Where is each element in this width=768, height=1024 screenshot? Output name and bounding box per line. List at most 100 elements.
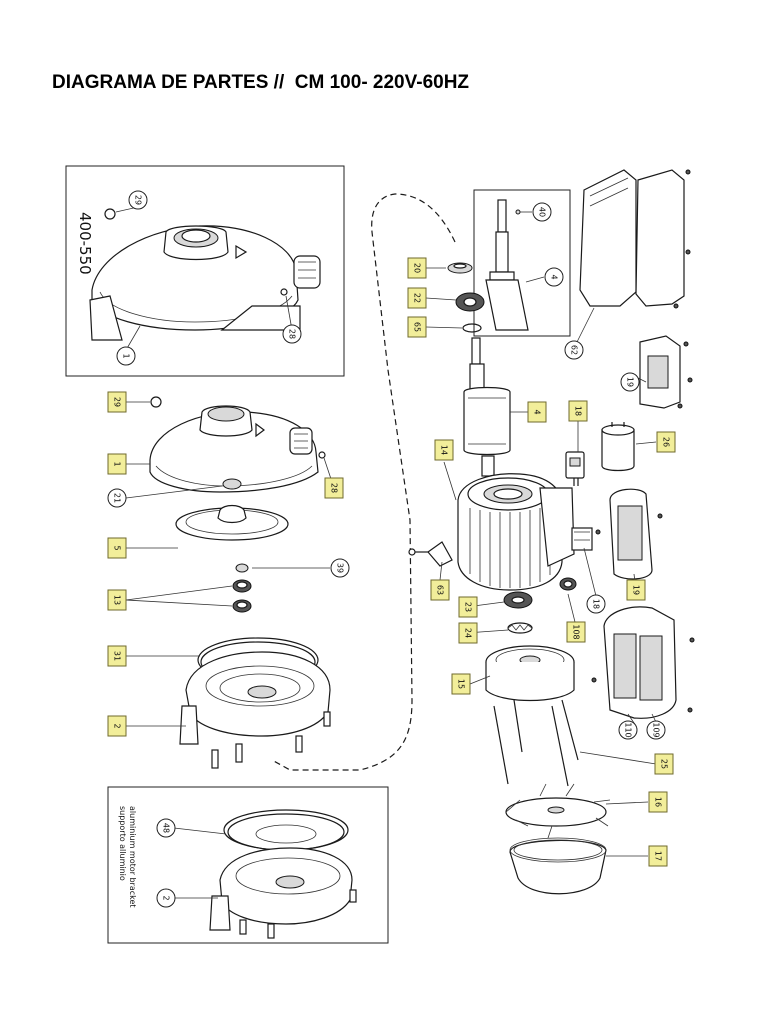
callout-5-highlighted: 5 [107,537,127,559]
callout-marker [107,537,127,559]
inset-callout-2: 2 [156,888,176,908]
callout-marker [324,477,344,499]
callout-marker [407,257,427,279]
callout-marker [656,431,676,453]
callout-marker [107,391,127,413]
fan-cover [509,837,607,895]
callout-109: 109 [646,720,666,740]
inset-callout-layer: 29 28 1 48 2 [116,190,302,908]
callout-marker [626,579,646,601]
cable-gland-108 [559,577,577,591]
callout-marker [116,346,136,366]
callout-4: 4 [544,267,564,287]
callout-40: 40 [532,202,552,222]
callout-label: 29 [113,397,122,407]
inset-bottom-frame [107,786,389,944]
callout-28-highlighted: 28 [324,477,344,499]
callout-23-highlighted: 23 [458,596,478,618]
callout-label: 15 [457,679,466,689]
callout-label: 25 [660,759,669,769]
shaft-frame [473,189,571,337]
inset-note-line1: supporto alluminio [118,806,127,881]
callout-label: 19 [626,377,635,387]
callout-label: 29 [134,195,143,205]
callout-marker [620,372,640,392]
callout-marker [544,267,564,287]
callout-29-highlighted: 29 [107,391,127,413]
inset-pump-cover [89,208,321,341]
mechanical-seal [232,579,252,613]
callout-marker [107,453,127,475]
motor-rotor [463,337,511,477]
callout-label: 26 [662,437,671,447]
callout-label: 13 [113,595,122,605]
callout-marker [107,589,127,611]
tie-rods [493,699,579,787]
inset-bracket [209,809,357,939]
callout-marker [107,488,127,508]
callout-20-highlighted: 20 [407,257,427,279]
callout-marker [458,596,478,618]
callout-label: 2 [162,895,171,900]
callout-marker [618,720,638,740]
callout-25-highlighted: 25 [654,753,674,775]
callout-label: 16 [654,797,663,807]
callout-label: 109 [652,722,661,737]
callout-label: 40 [538,207,547,217]
callout-marker [430,579,450,601]
o-ring-39 [235,563,249,573]
callout-marker [407,287,427,309]
callout-label: 31 [113,651,122,661]
callout-marker [107,715,127,737]
callout-17-highlighted: 17 [648,845,668,867]
callout-marker [156,818,176,838]
callout-label: 22 [413,293,422,303]
terminal-box-lid [579,169,691,309]
callout-label: 28 [288,329,297,339]
inset-callout-1: 1 [116,346,136,366]
callout-marker [107,645,127,667]
callout-layer: 29 1 21 28 5 39 13 31 2 20 22 65 40 4 62 19 4 18 26 14 63 23 2… [107,202,676,867]
callout-marker [654,753,674,775]
end-shield [485,645,575,702]
callout-label: 20 [413,263,422,273]
callout-label: 14 [440,445,449,455]
callout-label: 48 [162,823,171,833]
capacitor-26 [601,422,635,472]
callout-marker [564,340,584,360]
leader-lines [115,206,659,899]
inset-model-text: 400-550 [76,212,94,275]
callout-16-highlighted: 16 [648,791,668,813]
callout-label: 2 [113,723,122,728]
callout-marker [566,621,586,643]
callout-19-highlighted: 19 [626,579,646,601]
callout-marker [458,622,478,644]
callout-label: 21 [113,493,122,503]
callout-label: 17 [654,851,663,861]
motor-stator-housing [457,473,593,591]
callout-24-highlighted: 24 [458,622,478,644]
callout-18-highlighted: 18 [568,400,588,422]
callout-label: 62 [570,345,579,355]
cooling-fan [505,783,611,839]
callout-marker [407,316,427,338]
page-title: DIAGRAMA DE PARTES // CM 100- 220V-60HZ [52,72,470,93]
callout-label: 4 [533,409,542,414]
callout-label: 39 [336,563,345,573]
callout-label: 63 [436,585,445,595]
callout-15-highlighted: 15 [451,673,471,695]
seal-ring-21 [222,478,242,490]
callout-19: 19 [620,372,640,392]
callout-label: 4 [550,274,559,279]
callout-label: 18 [574,406,583,416]
callout-62: 62 [564,340,584,360]
callout-4-highlighted: 4 [527,401,547,423]
callout-label: 65 [413,322,422,332]
bearing-washer-20 [447,262,473,274]
inset-callout-48: 48 [156,818,176,838]
callout-marker [648,845,668,867]
shaft-rotor [485,199,529,331]
callout-14-highlighted: 14 [434,439,454,461]
callout-marker [156,888,176,908]
